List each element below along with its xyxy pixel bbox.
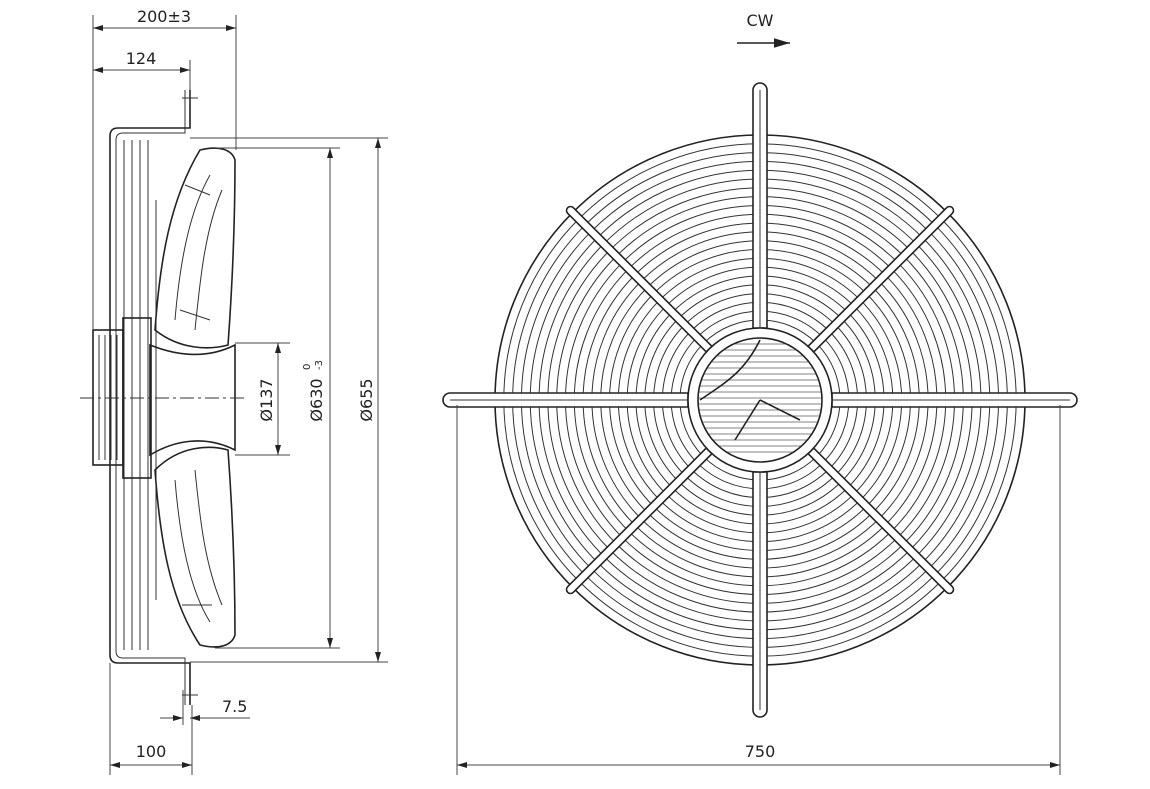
mounting-marks bbox=[182, 90, 198, 696]
dim-overall-width: 750 bbox=[745, 742, 776, 761]
guard-spoke bbox=[752, 82, 768, 329]
side-dimensions: 200±3 124 Ø137 Ø630 0 -3 Ø655 7.5 100 bbox=[92, 7, 388, 775]
housing-ribs bbox=[123, 140, 157, 650]
front-dimensions: 750 bbox=[456, 405, 1061, 775]
guard-spokes bbox=[442, 82, 1078, 718]
dim-overall-depth: 200±3 bbox=[137, 7, 191, 26]
guard-spoke bbox=[565, 205, 714, 354]
spoke-outline bbox=[565, 446, 714, 595]
spoke-outline bbox=[565, 205, 714, 354]
rotation-indicator: CW bbox=[737, 11, 790, 48]
housing-flange bbox=[109, 90, 191, 705]
guard-spoke bbox=[565, 446, 714, 595]
housing-inner-edge bbox=[115, 90, 186, 705]
dim-blade-depth: 124 bbox=[126, 49, 157, 68]
guard-spoke bbox=[442, 392, 689, 408]
rotation-label: CW bbox=[747, 11, 774, 30]
front-view bbox=[442, 82, 1078, 718]
dim-impeller-tol-upper: 0 bbox=[302, 364, 313, 370]
guard-spoke bbox=[806, 446, 955, 595]
dim-impeller-diameter: Ø630 bbox=[307, 378, 326, 421]
dim-hub-diameter: Ø137 bbox=[257, 378, 276, 421]
dim-mount-depth: 100 bbox=[136, 742, 167, 761]
guard-spoke bbox=[806, 205, 955, 354]
rotor-mark bbox=[699, 339, 801, 441]
guard-spoke bbox=[752, 471, 768, 718]
dim-guard-diameter: Ø655 bbox=[357, 378, 376, 421]
spoke-outline bbox=[806, 205, 955, 354]
guard-spoke bbox=[831, 392, 1078, 408]
spoke-outline bbox=[806, 446, 955, 595]
dim-impeller-tol-lower: -3 bbox=[314, 360, 325, 370]
side-view bbox=[80, 90, 245, 705]
impeller-blades bbox=[149, 147, 236, 648]
motor-face-pattern bbox=[698, 343, 822, 453]
motor-face bbox=[697, 337, 823, 463]
dim-flange-thickness: 7.5 bbox=[222, 697, 247, 716]
